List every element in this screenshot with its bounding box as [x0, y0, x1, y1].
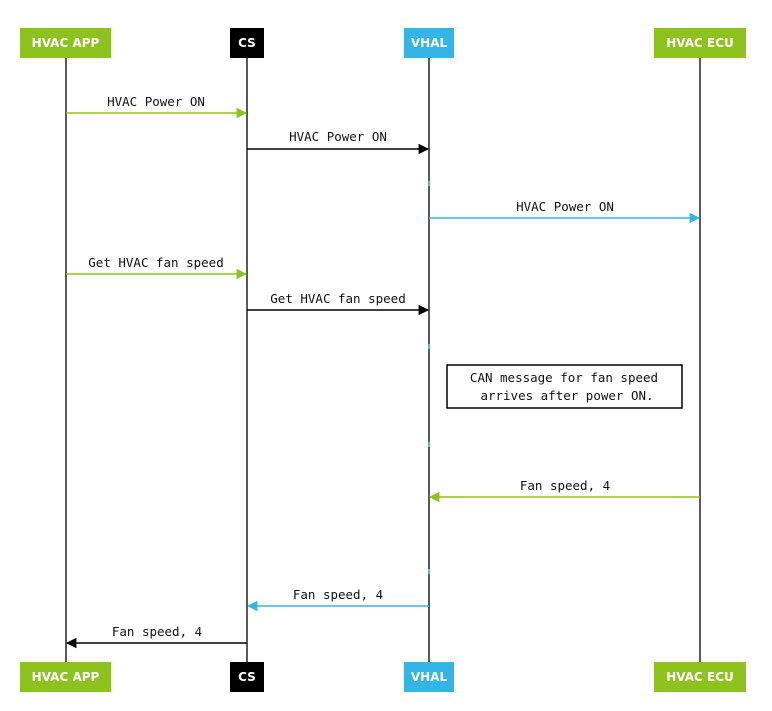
svg-text:HVAC ECU: HVAC ECU — [666, 36, 734, 50]
message-cs-to-app-fan-speed: Fan speed, 4 — [65, 624, 247, 649]
svg-text:HVAC APP: HVAC APP — [32, 670, 100, 684]
message-vhal-to-cs-fan-speed: Fan speed, 4 — [246, 587, 429, 612]
svg-text:Get HVAC fan speed: Get HVAC fan speed — [270, 291, 405, 306]
svg-text:HVAC APP: HVAC APP — [32, 36, 100, 50]
svg-text:HVAC Power ON: HVAC Power ON — [289, 129, 387, 144]
svg-text:CS: CS — [238, 670, 256, 684]
svg-text:VHAL: VHAL — [411, 36, 448, 50]
actor-vhal-top: VHAL — [404, 28, 454, 58]
svg-text:HVAC ECU: HVAC ECU — [666, 670, 734, 684]
message-cs-to-vhal-get-fan-speed: Get HVAC fan speed — [247, 291, 430, 316]
svg-text:arrives after power ON.: arrives after power ON. — [480, 388, 653, 403]
svg-text:CS: CS — [238, 36, 256, 50]
svg-text:VHAL: VHAL — [411, 670, 448, 684]
actor-vhal-bottom: VHAL — [404, 662, 454, 692]
svg-text:Fan speed, 4: Fan speed, 4 — [112, 624, 202, 639]
actor-cs-bottom: CS — [230, 662, 264, 692]
actor-cs-top: CS — [230, 28, 264, 58]
actor-hvac-app-bottom: HVAC APP — [20, 662, 111, 692]
message-cs-to-vhal-power-on: HVAC Power ON — [247, 129, 430, 155]
actor-hvac-app-top: HVAC APP — [20, 28, 111, 58]
message-app-to-cs-power-on: HVAC Power ON — [66, 94, 248, 119]
svg-text:HVAC Power ON: HVAC Power ON — [516, 199, 614, 214]
note-can-message: CAN message for fan speed arrives after … — [446, 364, 683, 409]
svg-text:Get HVAC fan speed: Get HVAC fan speed — [88, 255, 223, 270]
svg-text:Fan speed, 4: Fan speed, 4 — [293, 587, 383, 602]
actor-hvac-ecu-top: HVAC ECU — [654, 28, 746, 58]
message-vhal-to-ecu-power-on: HVAC Power ON — [429, 199, 701, 224]
message-ecu-to-vhal-fan-speed: Fan speed, 4 — [428, 478, 700, 503]
svg-text:CAN message for fan speed: CAN message for fan speed — [470, 370, 658, 385]
message-app-to-cs-get-fan-speed: Get HVAC fan speed — [66, 255, 248, 280]
svg-text:HVAC Power ON: HVAC Power ON — [107, 94, 205, 109]
actor-hvac-ecu-bottom: HVAC ECU — [654, 662, 746, 692]
svg-text:Fan speed, 4: Fan speed, 4 — [520, 478, 610, 493]
